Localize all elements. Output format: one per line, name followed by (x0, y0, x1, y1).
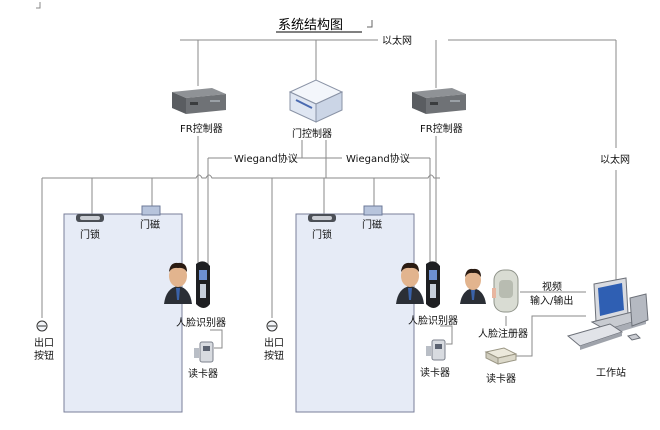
door-lock-left-icon (76, 214, 104, 222)
fr-controller-right-label: FR控制器 (420, 122, 463, 135)
exit-button-left-label-2: 按钮 (34, 349, 54, 362)
card-reader-right-label: 读卡器 (420, 366, 450, 379)
video-io-label: 输入/输出 (530, 294, 573, 307)
door-controller-icon (288, 79, 344, 123)
ethernet-right-label: 以太网 (600, 153, 630, 166)
wiegand-left-label: Wiegand协议 (234, 152, 298, 165)
face-reader-left-icon (196, 261, 210, 308)
fr-controller-left-label: FR控制器 (180, 122, 223, 135)
ethernet-top-label: 以太网 (382, 34, 412, 47)
card-reader-left-icon (194, 341, 214, 363)
exit-button-right-label-2: 按钮 (264, 349, 284, 362)
wire-reg-card (512, 315, 586, 357)
card-reader-register-icon (484, 347, 518, 365)
exit-button-right-label-1: 出口 (264, 336, 284, 349)
face-reader-right-icon (426, 261, 440, 308)
video-label: 视频 (542, 280, 562, 293)
room-right (295, 213, 415, 413)
card-reader-register-label: 读卡器 (486, 372, 516, 385)
wire-card-right (440, 325, 453, 345)
exit-button-left-icon (36, 320, 48, 332)
door-lock-right-icon (308, 214, 336, 222)
wire-card-left (210, 329, 223, 349)
door-magnet-left-icon (141, 205, 161, 216)
corner-mark (36, 2, 41, 9)
card-reader-left-label: 读卡器 (188, 367, 218, 380)
face-reader-left-label: 人脸识别器 (176, 316, 226, 329)
title-return-mark (367, 20, 373, 28)
exit-button-left-label-1: 出口 (34, 336, 54, 349)
distribution-line (42, 174, 440, 179)
door-magnet-right-icon (363, 205, 383, 216)
person-right-icon (396, 262, 424, 304)
face-reader-right-label: 人脸识别器 (408, 314, 458, 327)
exit-button-right-icon (266, 320, 278, 332)
workstation-label: 工作站 (596, 366, 626, 379)
face-register-label: 人脸注册器 (478, 327, 528, 340)
person-register-icon (460, 268, 486, 304)
door-magnet-left-label: 门磁 (140, 218, 160, 231)
face-register-icon (492, 269, 519, 313)
workstation-icon (566, 277, 649, 350)
fr-controller-right-icon (412, 88, 466, 114)
diagram-title: 系统结构图 (278, 18, 343, 33)
wiegand-wires (207, 140, 431, 264)
wiegand-right-label: Wiegand协议 (346, 152, 410, 165)
room-left (63, 213, 183, 413)
door-lock-left-label: 门锁 (80, 228, 100, 241)
door-magnet-right-label: 门磁 (362, 218, 382, 231)
person-left-icon (164, 262, 192, 304)
ethernet-bus (180, 39, 617, 284)
door-controller-label: 门控制器 (292, 127, 332, 140)
fr-controller-left-icon (172, 88, 226, 114)
door-lock-right-label: 门锁 (312, 228, 332, 241)
card-reader-right-icon (426, 339, 446, 361)
